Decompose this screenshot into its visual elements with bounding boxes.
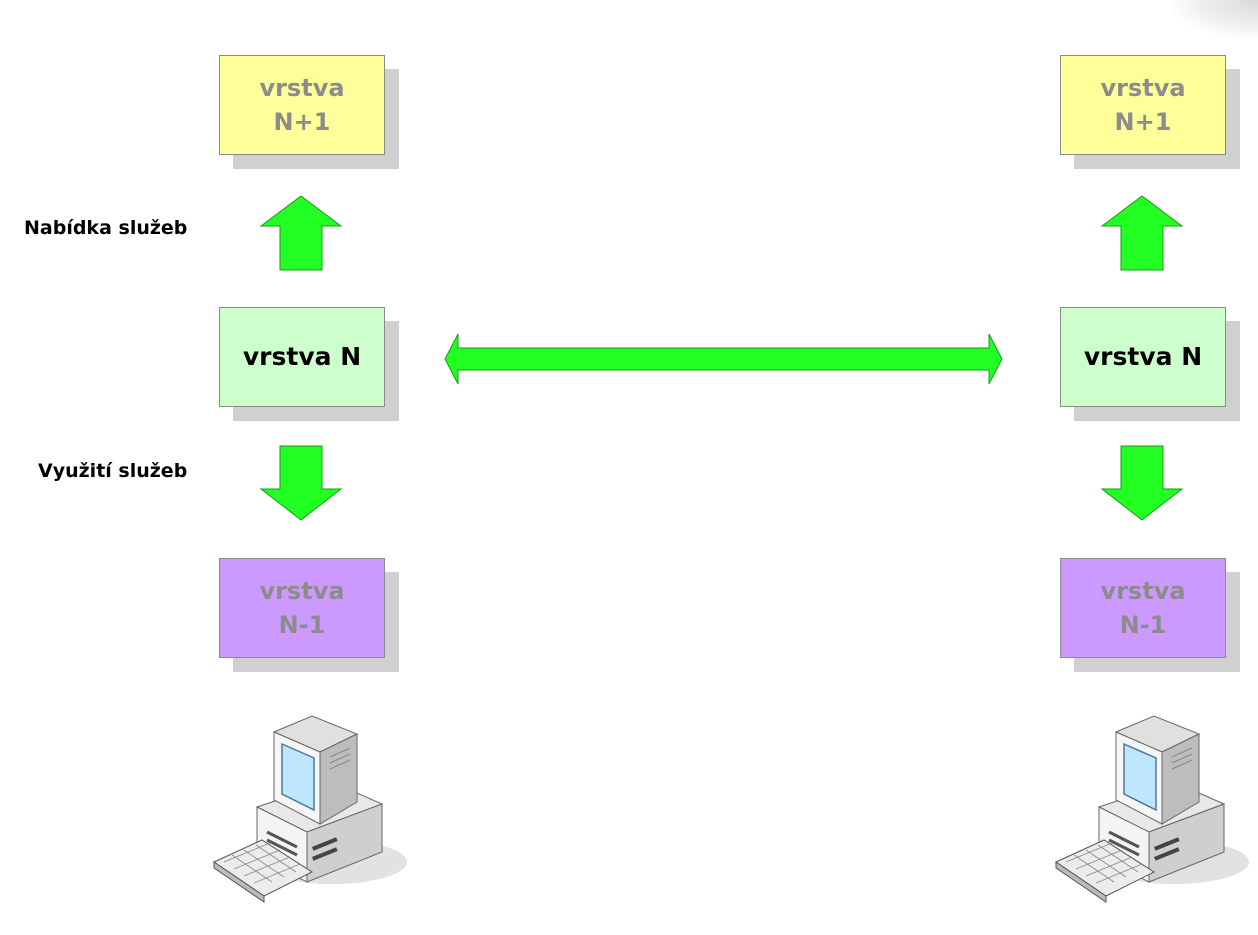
right-layer-n-plus-1-line1: vrstva [1100,74,1186,102]
left-layer-n: vrstva N [219,307,385,407]
left-layer-n-minus-1-line2: N-1 [278,611,326,639]
label-offer-services: Nabídka služeb [24,217,188,239]
right-layer-n-minus-1-line2: N-1 [1119,611,1167,639]
left-layer-n-minus-1-line1: vrstva [259,577,345,605]
right-layer-n-label: vrstva N [1083,342,1203,371]
label-use-services: Využití služeb [38,460,188,482]
right-layer-n: vrstva N [1060,307,1226,407]
computer-icon [1054,715,1249,903]
left-layer-n-plus-1-line1: vrstva [259,74,345,102]
left-layer-n-label: vrstva N [242,342,362,371]
right-layer-n-minus-1-line1: vrstva [1100,577,1186,605]
double-arrow-icon [444,333,1003,385]
corner-decoration [1168,0,1258,40]
arrow-up-icon [1100,195,1184,271]
arrow-down-icon [1100,445,1184,521]
right-layer-n-plus-1-line2: N+1 [1114,108,1172,136]
arrow-down-icon [259,445,343,521]
left-layer-n-plus-1-line2: N+1 [273,108,331,136]
arrow-up-icon [259,195,343,271]
computer-icon [212,715,407,903]
